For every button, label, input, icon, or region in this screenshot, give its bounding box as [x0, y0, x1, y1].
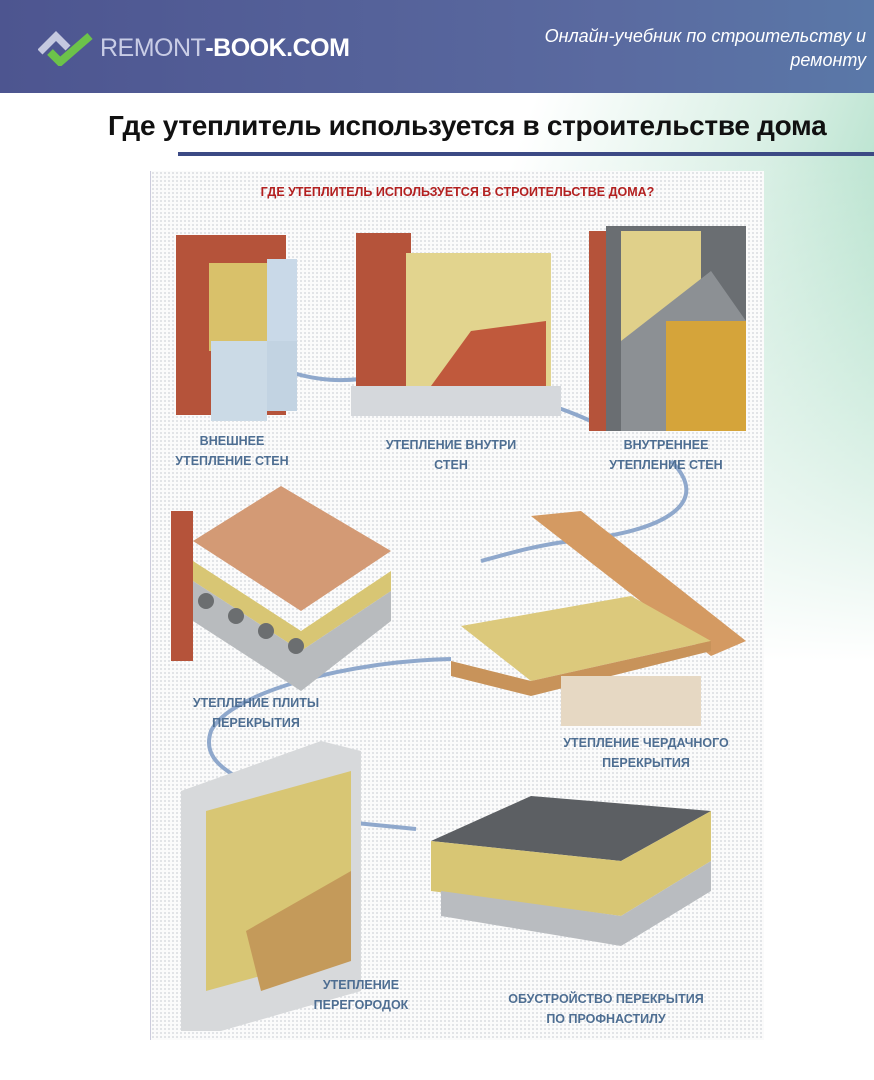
infographic-illustrations	[171, 226, 746, 1031]
logo-text: REMONT-BOOK.COM	[100, 33, 350, 62]
floor-slab-illustration	[171, 486, 391, 691]
external-wall-illustration	[176, 235, 297, 421]
internal-wall-insulation-illustration	[589, 226, 746, 431]
infographic-poster: ГДЕ УТЕПЛИТЕЛЬ ИСПОЛЬЗУЕТСЯ В СТРОИТЕЛЬС…	[150, 171, 764, 1040]
site-header: REMONT-BOOK.COM Онлайн-учебник по строит…	[0, 0, 874, 93]
site-logo[interactable]: REMONT-BOOK.COM	[38, 30, 350, 66]
logo-check-icon	[38, 31, 93, 66]
page-title: Где утеплитель используется в строительс…	[108, 110, 827, 141]
inner-cavity-wall-illustration	[351, 233, 561, 416]
title-underline	[178, 152, 874, 156]
partition-wall-illustration	[181, 741, 361, 1031]
poster-title: ГДЕ УТЕПЛИТЕЛЬ ИСПОЛЬЗУЕТСЯ В СТРОИТЕЛЬС…	[260, 185, 655, 199]
attic-floor-illustration	[451, 511, 746, 726]
profiled-deck-floor-illustration	[431, 796, 711, 946]
tagline: Онлайн-учебник по строительству и ремонт…	[544, 26, 866, 70]
